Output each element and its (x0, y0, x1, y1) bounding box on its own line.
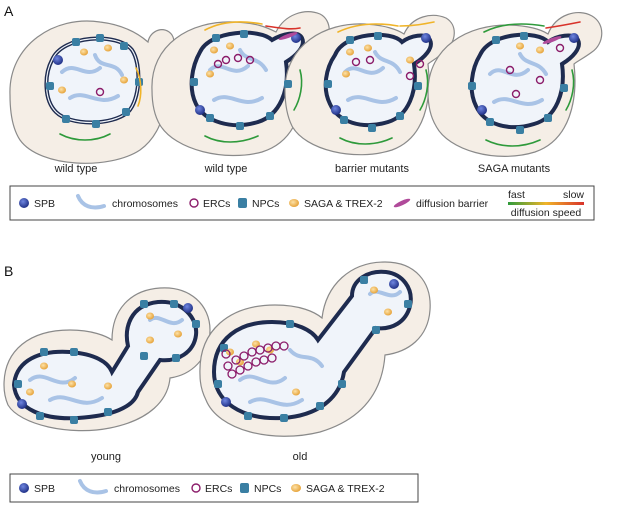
legend-b-spb-icon (19, 483, 29, 493)
npc-icon-b (14, 276, 412, 424)
label-a3: barrier mutants (335, 163, 409, 175)
label-a1: wild type (54, 163, 98, 175)
legend-a-speed-caption: diffusion speed (511, 207, 582, 219)
legend-b-spb: SPB (34, 483, 55, 495)
legend-a-npcs: NPCs (252, 198, 279, 210)
label-a4: SAGA mutants (478, 163, 551, 175)
legend-a-chromosomes: chromosomes (112, 198, 178, 210)
legend-b-saga-icon (291, 484, 301, 492)
legend-b-chromosome-icon (78, 479, 108, 495)
chromosome-icon (60, 48, 548, 106)
legend-b: SPB chromosomes ERCs NPCs SAGA & TREX-2 (9, 473, 419, 503)
legend-a-saga: SAGA & TREX-2 (304, 198, 383, 210)
cell-a2 (151, 11, 330, 157)
legend-b-npc-icon (240, 483, 249, 493)
panel-a-letter: A (4, 3, 14, 19)
legend-a: SPB chromosomes ERCs NPCs SAGA & TREX-2 … (9, 185, 595, 221)
legend-a-slow: slow (563, 189, 584, 201)
barrier-icon (278, 32, 562, 44)
speed-arrows (59, 21, 581, 147)
legend-a-ercs: ERCs (203, 198, 230, 210)
erc-icon (95, 43, 565, 99)
legend-b-saga: SAGA & TREX-2 (306, 483, 385, 495)
legend-a-npc-icon (238, 198, 247, 208)
legend-a-saga-icon (289, 199, 299, 207)
legend-a-chromosome-icon (76, 194, 106, 210)
spb-icon-b (17, 279, 399, 409)
spb-icon (53, 33, 579, 115)
legend-a-barrier: diffusion barrier (416, 198, 489, 210)
legend-b-erc-icon (191, 483, 201, 493)
legend-a-fast: fast (508, 189, 525, 201)
npc-icon (46, 30, 568, 134)
label-a2: wild type (204, 163, 248, 175)
legend-a-spb: SPB (34, 198, 55, 210)
label-young: young (91, 451, 121, 463)
legend-a-erc-icon (189, 198, 199, 208)
legend-b-chromosomes: chromosomes (114, 483, 180, 495)
erc-cluster-icon (221, 341, 289, 379)
cell-a3 (284, 14, 455, 156)
legend-b-ercs: ERCs (205, 483, 232, 495)
legend-b-npcs: NPCs (254, 483, 281, 495)
panel-b-letter: B (4, 263, 13, 279)
cell-a4 (427, 12, 603, 157)
speed-gradient-icon (508, 202, 584, 205)
saga-icon (58, 42, 544, 94)
cell-a1 (9, 20, 175, 164)
legend-a-barrier-icon (393, 198, 411, 208)
saga-icon-b (26, 286, 392, 396)
legend-a-spb-icon (19, 198, 29, 208)
label-old: old (293, 451, 308, 463)
